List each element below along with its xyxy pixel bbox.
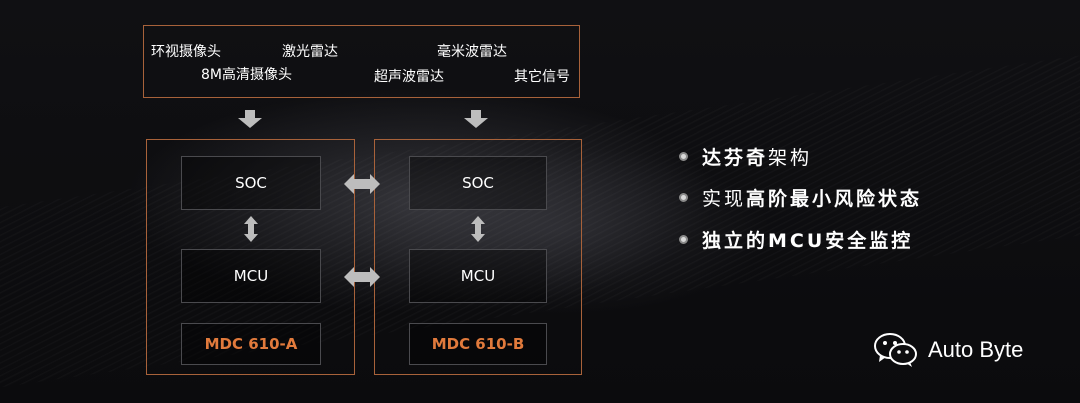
unit-b-soc: SOC bbox=[409, 156, 547, 210]
bullet-dot-icon bbox=[679, 193, 688, 202]
unit-b-box bbox=[374, 139, 582, 375]
sensor-surround-camera: 环视摄像头 bbox=[151, 44, 221, 60]
bullet-dot-icon bbox=[679, 235, 688, 244]
bullet-mcu-monitor: 独立的MCU安全监控 bbox=[679, 226, 913, 253]
bullet-davinci-normal: 架构 bbox=[768, 147, 813, 169]
vertical-double-arrow-a-icon bbox=[244, 216, 258, 242]
down-arrow-a-icon bbox=[238, 110, 262, 128]
unit-b-label: MDC 610-B bbox=[409, 323, 547, 365]
sensor-mmwave-radar: 毫米波雷达 bbox=[437, 44, 507, 60]
bullet-davinci-bold: 达芬奇 bbox=[702, 147, 769, 169]
watermark-text: Auto Byte bbox=[928, 337, 1024, 362]
sensor-other-signals: 其它信号 bbox=[514, 69, 570, 85]
bullet-mrm-bold: 高阶最小风险状态 bbox=[746, 188, 923, 210]
bullet-mcu-monitor-bold: 独立的MCU安全监控 bbox=[702, 230, 914, 252]
unit-a-soc: SOC bbox=[181, 156, 321, 210]
bullet-mrm: 实现高阶最小风险状态 bbox=[679, 184, 922, 211]
sensor-box bbox=[143, 25, 580, 98]
horizontal-double-arrow-mcu-icon bbox=[344, 267, 380, 287]
bullet-mrm-normal: 实现 bbox=[702, 188, 747, 210]
unit-b-mcu: MCU bbox=[409, 249, 547, 303]
bullet-davinci: 达芬奇架构 bbox=[679, 143, 812, 170]
bullet-dot-icon bbox=[679, 152, 688, 161]
unit-a-mcu: MCU bbox=[181, 249, 321, 303]
wechat-icon bbox=[874, 333, 917, 367]
unit-a-box bbox=[146, 139, 355, 375]
sensor-lidar: 激光雷达 bbox=[282, 44, 338, 60]
horizontal-double-arrow-soc-icon bbox=[344, 174, 380, 194]
vertical-double-arrow-b-icon bbox=[471, 216, 485, 242]
unit-a-label: MDC 610-A bbox=[181, 323, 321, 365]
watermark: Auto Byte bbox=[874, 332, 1023, 368]
down-arrow-b-icon bbox=[464, 110, 488, 128]
sensor-ultrasonic-radar: 超声波雷达 bbox=[374, 69, 444, 85]
sensor-8m-camera: 8M高清摄像头 bbox=[201, 67, 292, 83]
